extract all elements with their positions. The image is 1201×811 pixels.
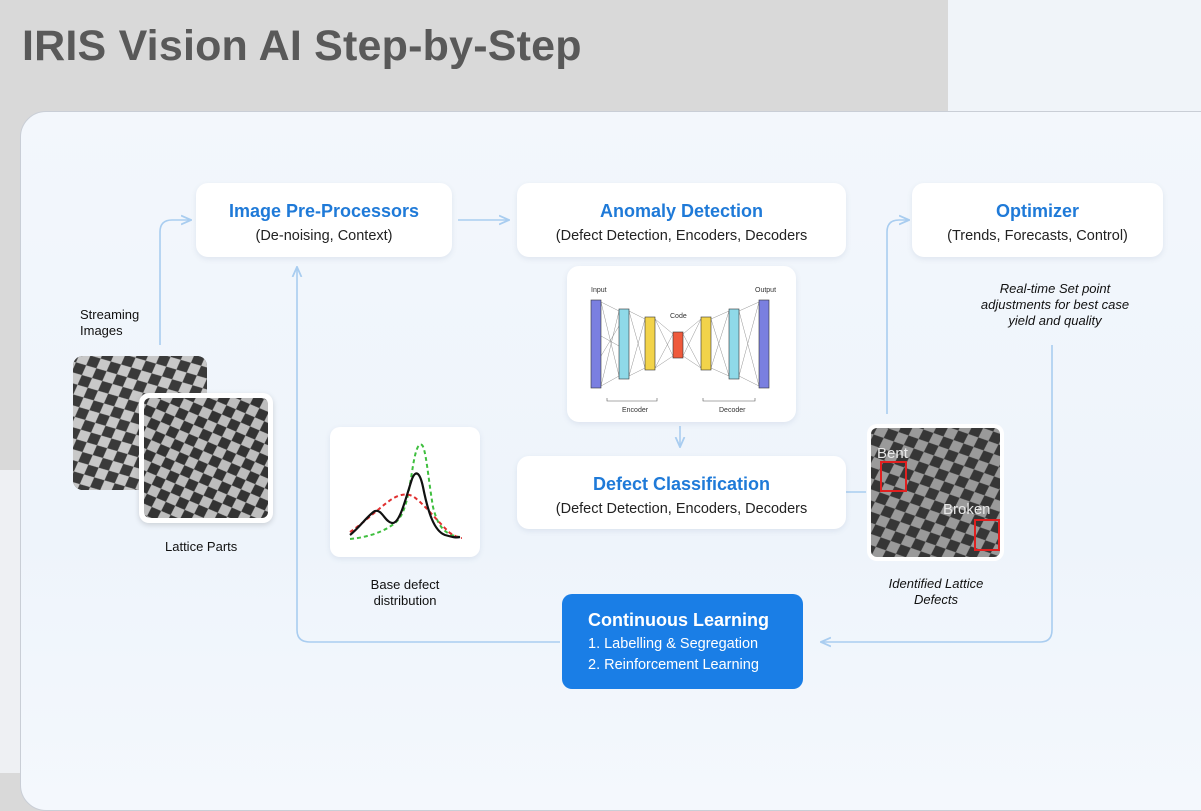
anomaly-heading: Anomaly Detection <box>599 201 764 221</box>
lattice-image-front <box>139 393 273 523</box>
broken-defect-box <box>974 519 1000 551</box>
classification-card[interactable]: Defect Classification (Defect Detection,… <box>517 456 846 529</box>
continuous-learning-card[interactable]: Continuous Learning 1. Labelling & Segre… <box>562 594 803 689</box>
preprocessors-card[interactable]: Image Pre-Processors (De-noising, Contex… <box>196 183 452 257</box>
identified-defects-label: Identified Lattice Defects <box>888 576 984 607</box>
learning-heading: Continuous Learning <box>588 610 769 630</box>
autoencoder-diagram: Input Output Code Encoder Decoder <box>567 266 796 422</box>
arrow-defects-to-optimizer <box>886 220 908 414</box>
anomaly-card[interactable]: Anomaly Detection (Defect Detection, Enc… <box>517 183 846 257</box>
arrow-learning-to-preprocess <box>297 268 560 643</box>
base-defect-distribution-chart <box>330 427 480 557</box>
broken-label: Broken <box>943 501 991 518</box>
preprocessors-sub: (De-noising, Context) <box>255 228 393 244</box>
arrow-optimizer-to-learning <box>822 345 1053 642</box>
page-title: IRIS Vision AI Step-by-Step <box>22 22 582 70</box>
ae-input-label: Input <box>591 287 607 294</box>
realtime-note: Real-time Set point adjustments for best… <box>980 281 1130 328</box>
green-dashed-curve <box>349 443 461 540</box>
optimizer-card[interactable]: Optimizer (Trends, Forecasts, Control) <box>912 183 1163 257</box>
arrow-stream-to-preprocess <box>159 220 190 345</box>
learning-item-1: 1. Labelling & Segregation <box>588 636 759 652</box>
classification-sub: (Defect Detection, Encoders, Decoders <box>555 501 808 517</box>
classification-heading: Defect Classification <box>592 474 771 494</box>
preprocessors-heading: Image Pre-Processors <box>228 201 420 221</box>
ae-encoder-label: Encoder <box>622 407 649 414</box>
ae-output-label: Output <box>755 287 776 294</box>
flow-arrows <box>159 0 1053 773</box>
optimizer-sub: (Trends, Forecasts, Control) <box>947 228 1128 244</box>
lattice-parts-label: Lattice Parts <box>165 539 238 554</box>
ae-decoder-label: Decoder <box>719 407 746 414</box>
optimizer-heading: Optimizer <box>995 201 1079 221</box>
streaming-images-label: Streaming Images <box>80 307 140 338</box>
red-dashed-curve <box>349 493 463 539</box>
learning-item-2: 2. Reinforcement Learning <box>588 657 759 673</box>
ae-code-label: Code <box>670 313 687 320</box>
bent-defect-box <box>880 461 907 492</box>
bent-label: Bent <box>877 445 909 462</box>
anomaly-sub: (Defect Detection, Encoders, Decoders <box>555 228 808 244</box>
base-defect-label: Base defect distribution <box>370 577 440 608</box>
identified-defects-image: Bent Broken <box>867 424 1004 561</box>
black-curve <box>349 472 461 539</box>
